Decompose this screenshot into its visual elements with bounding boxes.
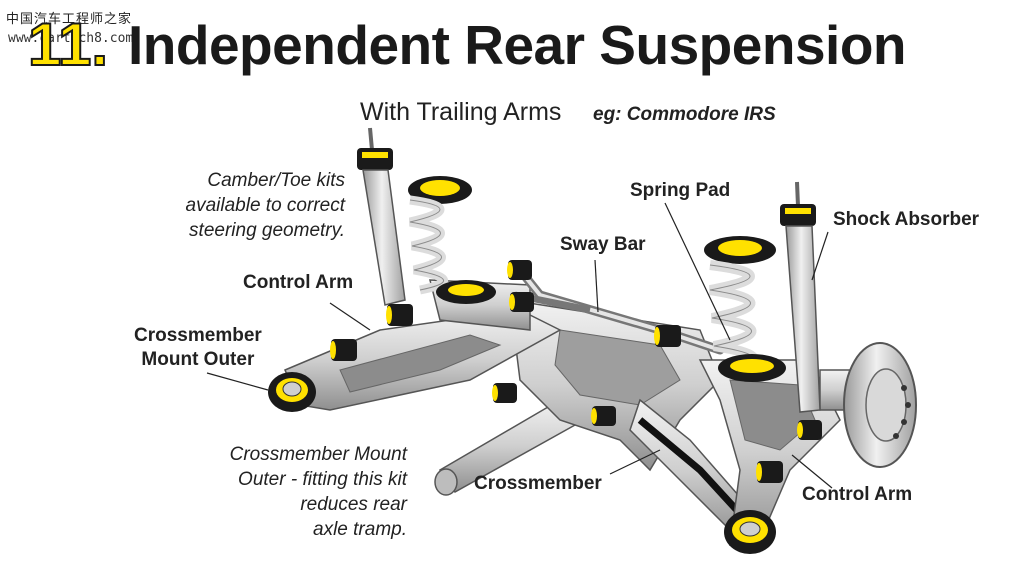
note-camber-toe: Camber/Toe kits available to correct ste… [186,168,345,243]
right-spring-shape [704,236,786,382]
note-line: reduces rear [300,494,407,515]
subtitle-example: eg: Commodore IRS [593,104,776,125]
label-line: Crossmember [134,325,262,346]
subtitle: With Trailing Arms [360,98,562,126]
page-title: Independent Rear Suspension [128,14,907,76]
left-shock-shape [357,127,406,306]
note-line: Crossmember Mount [229,444,407,465]
section-number: 11. [27,11,109,78]
note-line: available to correct [185,195,345,216]
label-crossmember: Crossmember [474,473,602,494]
label-sway-bar: Sway Bar [560,234,646,255]
note-line: Camber/Toe kits [207,170,345,191]
right-shock-shape [780,181,821,413]
watermark-url: www.cartech8.com [8,31,134,46]
label-crossmember-mount-outer: Crossmember Mount Outer [134,324,262,372]
brake-disc-shape [819,342,917,468]
crossmember-left-extension [434,398,577,496]
label-line: Mount Outer [141,349,255,370]
bushings [268,260,822,554]
note-line: Outer - fitting this kit [238,469,407,490]
label-spring-pad: Spring Pad [630,180,731,201]
note-line: steering geometry. [189,220,345,241]
label-control-arm-right: Control Arm [802,484,913,505]
label-control-arm-left: Control Arm [243,272,354,293]
note-line: axle tramp. [313,519,407,540]
left-spring-shape [408,176,496,304]
label-shock-absorber: Shock Absorber [833,209,980,230]
leader-lines [206,202,833,489]
watermark-site-name: 中国汽车工程师之家 [6,12,133,27]
note-crossmember-outer: Crossmember Mount Outer - fitting this k… [230,442,407,542]
